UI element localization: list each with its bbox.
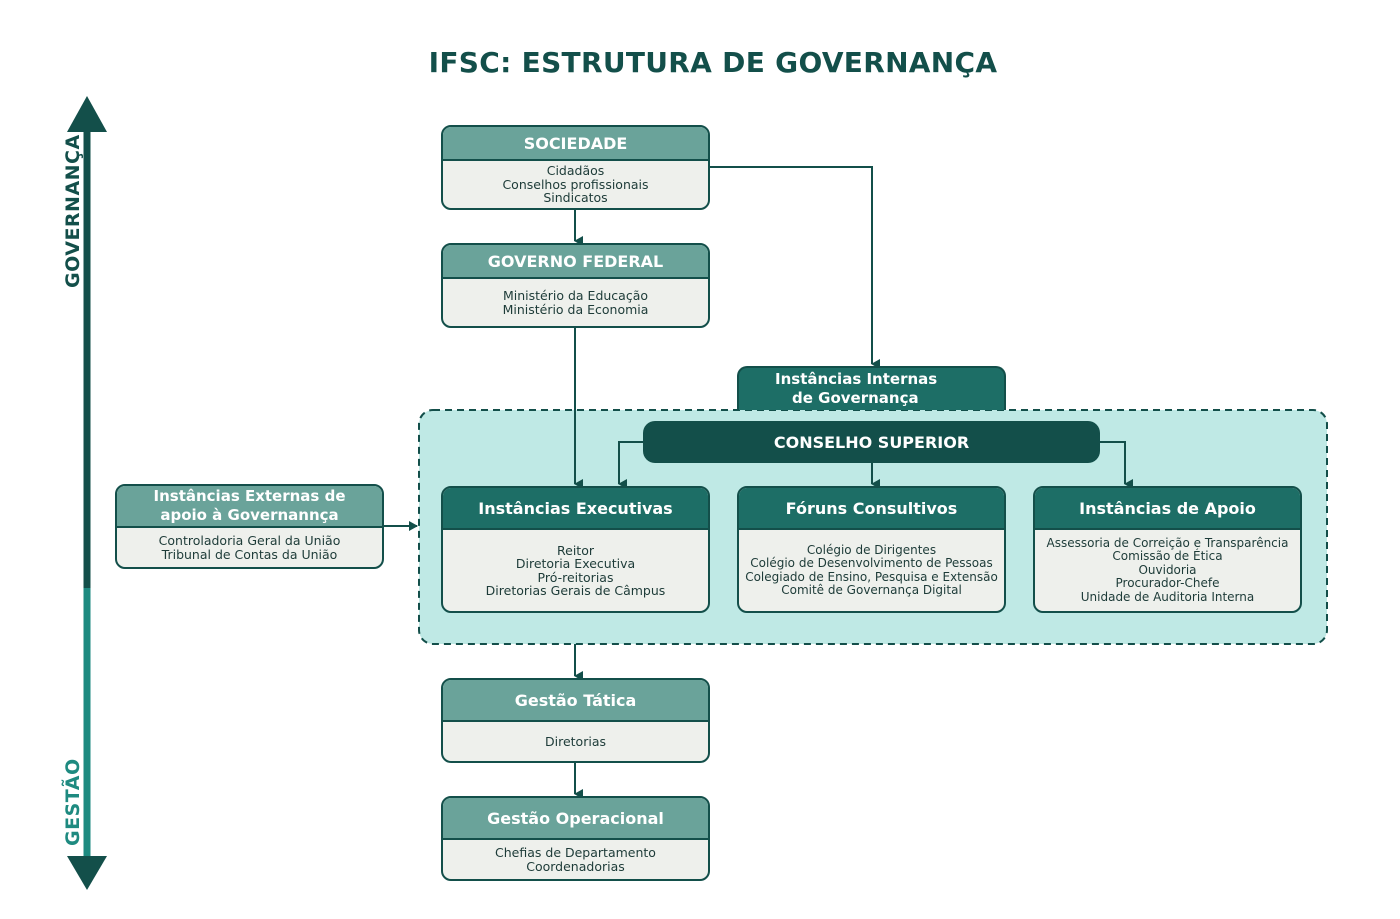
list-item: Colégio de Dirigentes [806,542,937,557]
sociedade-header: SOCIEDADE [443,127,708,161]
gestao-operacional-header: Gestão Operacional [443,798,708,840]
instancias-executivas-box: Instâncias Executivas Reitor Diretoria E… [441,486,710,613]
governo-federal-items: Ministério da Educação Ministério da Eco… [443,279,708,326]
list-item: Ouvidoria [1138,562,1197,577]
list-item: Procurador-Chefe [1115,576,1220,591]
instancias-apoio-box: Instâncias de Apoio Assessoria de Correi… [1033,486,1302,613]
list-item: Ministério da Educação [502,288,649,303]
instancias-apoio-items: Assessoria de Correição e Transparência … [1035,530,1300,611]
list-item: Chefias de Departamento [495,845,656,860]
gestao-tatica-title: Gestão Tática [514,690,637,710]
gestao-operacional-box: Gestão Operacional Chefias de Departamen… [441,796,710,881]
foruns-consultivos-items: Colégio de Dirigentes Colégio de Desenvo… [739,530,1004,611]
governo-federal-title: GOVERNO FEDERAL [487,251,664,271]
instancias-externas-header: Instâncias Externas de apoio à Governann… [117,486,382,528]
instancias-externas-title-line1: Instâncias Externas de [153,487,346,505]
list-item: Pró-reitorias [537,569,614,585]
axis-up-arrowhead [67,96,107,132]
gestao-operacional-title: Gestão Operacional [487,808,664,828]
instancias-executivas-header: Instâncias Executivas [443,488,708,530]
connector-conselho-executivas [618,441,644,489]
instancias-apoio-header: Instâncias de Apoio [1035,488,1300,530]
foruns-consultivos-box: Fóruns Consultivos Colégio de Dirigentes… [737,486,1006,613]
foruns-consultivos-header: Fóruns Consultivos [739,488,1004,530]
instancias-executivas-items: Reitor Diretoria Executiva Pró-reitorias… [443,530,708,611]
list-item: Diretorias Gerais de Câmpus [485,583,666,598]
list-item: Conselhos profissionais [502,176,649,192]
gestao-tatica-header: Gestão Tática [443,680,708,722]
diagram-title: IFSC: ESTRUTURA DE GOVERNANÇA [428,46,998,79]
list-item: Colegiado de Ensino, Pesquisa e Extensão [745,569,998,584]
governo-federal-box: GOVERNO FEDERAL Ministério da Educação M… [441,243,710,328]
sociedade-title: SOCIEDADE [523,133,628,153]
gestao-operacional-items: Chefias de Departamento Coordenadorias [443,840,708,879]
list-item: Coordenadorias [526,858,625,874]
conselho-superior-bar: CONSELHO SUPERIOR [643,421,1100,463]
list-item: Diretoria Executiva [515,556,636,571]
gestao-tatica-items: Diretorias [443,722,708,761]
connector-conselho-apoio [1099,441,1133,489]
conselho-superior-title: CONSELHO SUPERIOR [773,432,970,452]
instancias-executivas-title: Instâncias Executivas [478,498,673,518]
governance-management-axis [67,96,107,890]
gestao-axis-label: GESTÃO [62,758,84,846]
instancias-externas-title-line2: apoio à Governannça [160,506,339,524]
instancias-internas-tab: Instâncias Internas de Governança [737,366,1006,410]
sociedade-box: SOCIEDADE Cidadãos Conselhos profissiona… [441,125,710,210]
list-item: Unidade de Auditoria Interna [1080,589,1255,604]
instancias-externas-box: Instâncias Externas de apoio à Governann… [115,484,384,569]
list-item: Assessoria de Correição e Transparência [1046,535,1289,550]
instancias-internas-title-line1: Instâncias Internas [775,370,938,388]
list-item: Ministério da Economia [502,301,649,317]
list-item: Diretorias [545,733,606,749]
list-item: Reitor [557,542,594,558]
list-item: Tribunal de Contas da União [161,546,338,562]
sociedade-items: Cidadãos Conselhos profissionais Sindica… [443,161,708,208]
instancias-apoio-title: Instâncias de Apoio [1079,498,1256,518]
axis-down-arrowhead [67,856,107,890]
gestao-tatica-box: Gestão Tática Diretorias [441,678,710,763]
governo-federal-header: GOVERNO FEDERAL [443,245,708,279]
governanca-axis-label: GOVERNANÇA [62,134,84,288]
instancias-externas-items: Controladoria Geral da União Tribunal de… [117,528,382,567]
instancias-internas-title-line2: de Governança [792,389,919,407]
list-item: Cidadãos [546,163,605,179]
list-item: Comissão de Ética [1112,549,1223,564]
list-item: Comitê de Governança Digital [781,583,962,597]
foruns-consultivos-title: Fóruns Consultivos [785,498,958,518]
connector-sociedade-internas [709,166,880,369]
list-item: Sindicatos [543,190,608,206]
list-item: Colégio de Desenvolvimento de Pessoas [750,556,993,570]
list-item: Controladoria Geral da União [158,533,341,548]
